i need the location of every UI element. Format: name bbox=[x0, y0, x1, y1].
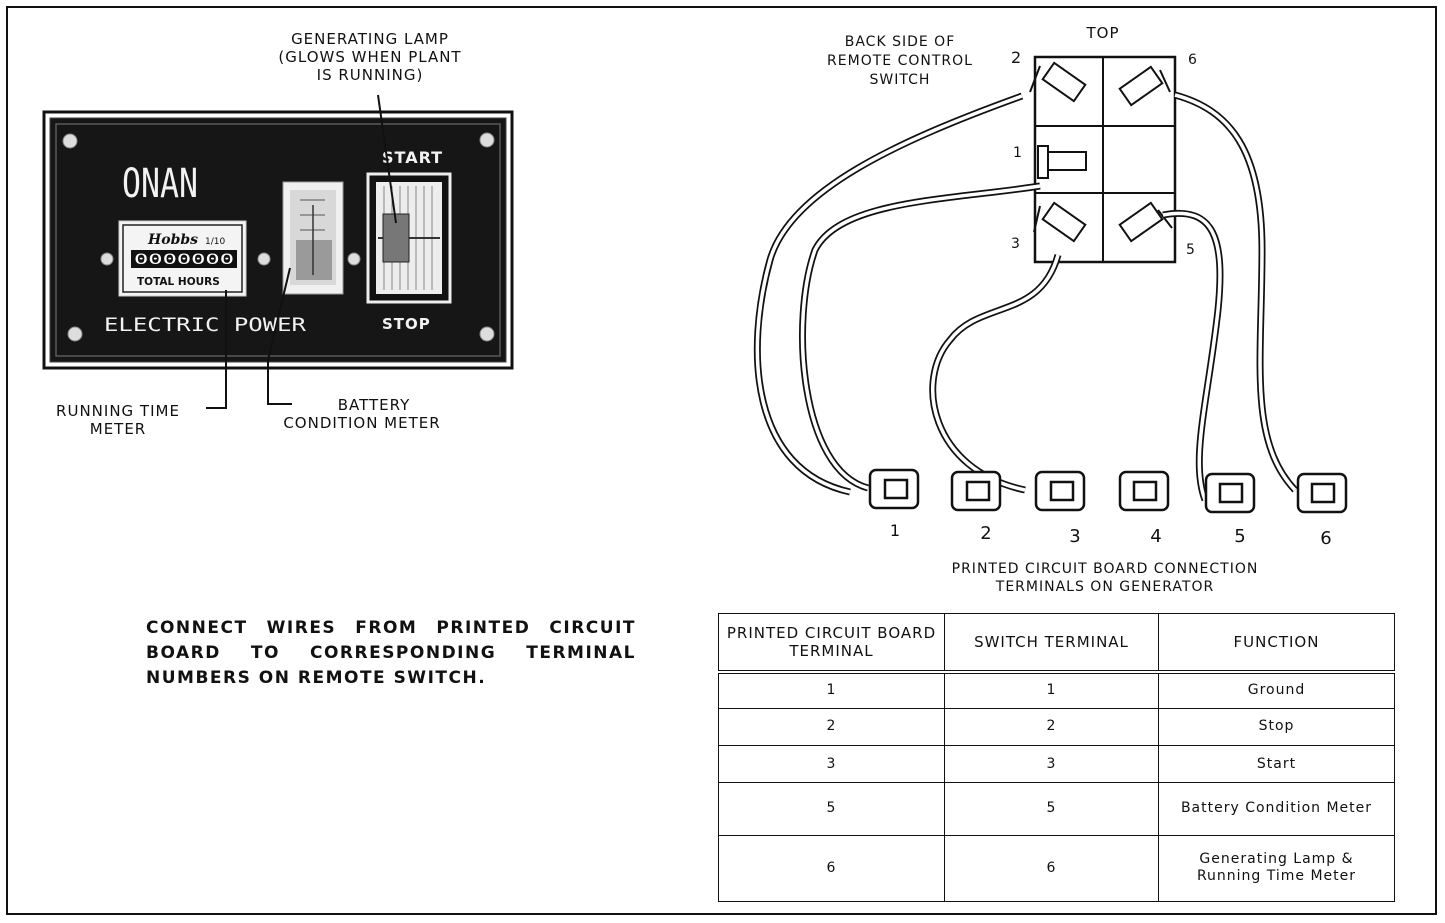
cell-pcb: 2 bbox=[718, 707, 945, 746]
switch-num-5: 5 bbox=[1186, 242, 1195, 258]
screw-icon bbox=[67, 326, 83, 342]
cell-function: Start bbox=[1158, 744, 1395, 784]
header-switch-terminal: SWITCH TERMINAL bbox=[944, 613, 1159, 674]
screw-icon bbox=[100, 252, 114, 266]
screw-icon bbox=[257, 252, 271, 266]
wire-2 bbox=[753, 92, 1024, 496]
switch-terminal-1 bbox=[1037, 145, 1087, 179]
cell-switch: 3 bbox=[944, 744, 1159, 784]
connection-table: PRINTED CIRCUIT BOARD TERMINAL SWITCH TE… bbox=[718, 613, 1395, 903]
back-side-label: BACK SIDE OF REMOTE CONTROL SWITCH bbox=[827, 34, 973, 88]
wire-1 bbox=[799, 182, 1041, 492]
switch-terminal-6 bbox=[1118, 65, 1171, 107]
cell-switch: 5 bbox=[944, 782, 1159, 836]
switch-num-2: 2 bbox=[1011, 48, 1022, 67]
cell-switch: 2 bbox=[944, 707, 1159, 746]
screw-icon bbox=[347, 252, 361, 266]
panel-footer: ELECTRIC POWER bbox=[104, 314, 307, 336]
switch-num-6: 6 bbox=[1188, 52, 1197, 68]
board-num-1: 1 bbox=[889, 521, 901, 540]
screw-icon bbox=[479, 326, 495, 342]
header-function: FUNCTION bbox=[1158, 613, 1395, 674]
top-label: TOP bbox=[1086, 24, 1120, 42]
panel-brand: ONAN bbox=[122, 161, 198, 207]
meter-digits: 0000000 bbox=[134, 252, 234, 268]
start-stop-switch bbox=[366, 172, 452, 304]
table-row: 2 2 Stop bbox=[718, 707, 1395, 746]
switch-terminal-3 bbox=[1033, 201, 1087, 243]
leader-line-lamp bbox=[377, 94, 397, 224]
switch-num-3: 3 bbox=[1011, 236, 1020, 252]
cell-pcb: 1 bbox=[718, 671, 945, 709]
board-num-2: 2 bbox=[980, 523, 992, 544]
start-label: START bbox=[382, 148, 443, 167]
wire-6 bbox=[1174, 91, 1298, 493]
table-row: 1 1 Ground bbox=[718, 671, 1395, 709]
board-num-6: 6 bbox=[1320, 528, 1332, 549]
switch-terminal-2 bbox=[1029, 61, 1087, 103]
battery-condition-meter-label: BATTERY CONDITION METER bbox=[283, 396, 441, 432]
switch-terminal-5 bbox=[1118, 201, 1173, 243]
table-row: 5 5 Battery Condition Meter bbox=[718, 782, 1395, 836]
figure-frame bbox=[6, 6, 1437, 915]
screw-icon bbox=[62, 133, 78, 149]
switch-num-1: 1 bbox=[1013, 145, 1022, 161]
meter-scale: 1/10 bbox=[205, 237, 225, 247]
leader-line-running-time bbox=[206, 290, 227, 409]
board-num-3: 3 bbox=[1069, 526, 1081, 547]
remote-switch-back bbox=[1029, 55, 1177, 264]
board-num-4: 4 bbox=[1150, 526, 1162, 547]
stop-label: STOP bbox=[382, 315, 431, 333]
running-time-meter: Hobbs 1/10 0000000 TOTAL HOURS bbox=[118, 220, 247, 297]
generating-lamp-label: GENERATING LAMP (GLOWS WHEN PLANT IS RUN… bbox=[278, 30, 462, 84]
battery-condition-meter bbox=[282, 181, 344, 295]
pcb-caption: PRINTED CIRCUIT BOARD CONNECTION TERMINA… bbox=[951, 561, 1259, 595]
cell-function: Ground bbox=[1158, 671, 1395, 709]
cell-pcb: 3 bbox=[718, 744, 945, 784]
running-time-meter-label: RUNNING TIME METER bbox=[56, 402, 180, 438]
cell-switch: 1 bbox=[944, 671, 1159, 709]
cell-function: Battery Condition Meter bbox=[1158, 782, 1395, 836]
cell-switch: 6 bbox=[944, 834, 1159, 903]
table-row: 6 6 Generating Lamp & Running Time Meter bbox=[718, 834, 1395, 903]
meter-caption: TOTAL HOURS bbox=[137, 276, 220, 288]
cell-pcb: 5 bbox=[718, 782, 945, 836]
leader-line-battery bbox=[267, 267, 292, 405]
cell-function: Stop bbox=[1158, 707, 1395, 746]
table-row: 3 3 Start bbox=[718, 744, 1395, 784]
meter-brand: Hobbs bbox=[147, 232, 198, 248]
board-num-5: 5 bbox=[1234, 526, 1246, 547]
header-pcb-terminal: PRINTED CIRCUIT BOARD TERMINAL bbox=[718, 613, 945, 674]
table-header-row: PRINTED CIRCUIT BOARD TERMINAL SWITCH TE… bbox=[718, 613, 1395, 674]
cell-pcb: 6 bbox=[718, 834, 945, 903]
screw-icon bbox=[479, 132, 495, 148]
cell-function: Generating Lamp & Running Time Meter bbox=[1158, 834, 1395, 903]
wiring-instruction: CONNECT WIRES FROM PRINTED CIRCUIT BOARD… bbox=[146, 618, 636, 688]
board-connectors bbox=[868, 468, 1348, 514]
